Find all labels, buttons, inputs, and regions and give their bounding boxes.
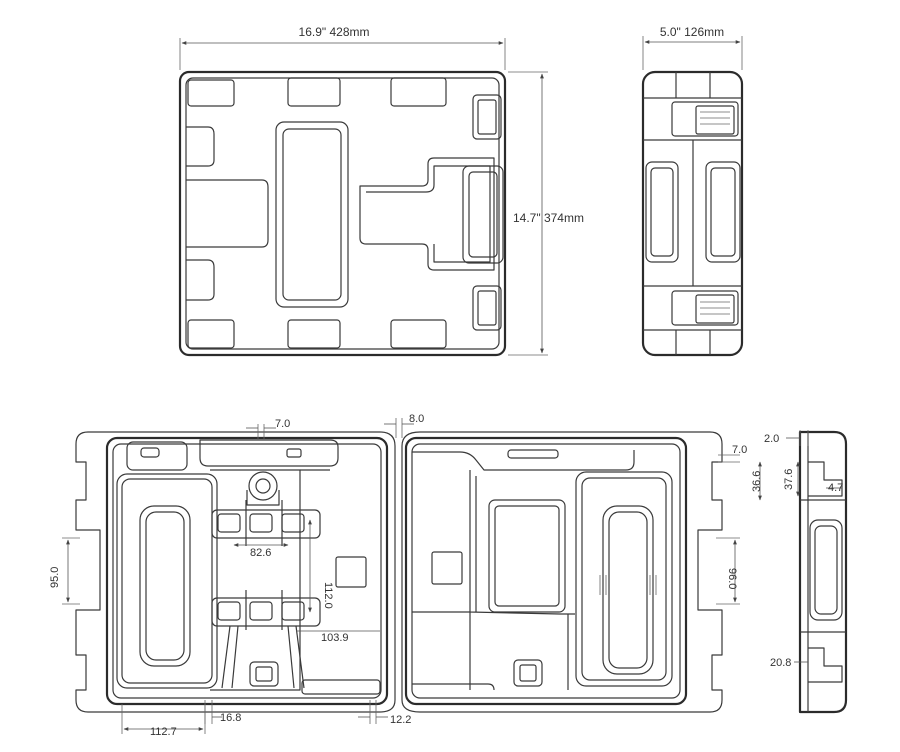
dim-36-6: 36.6 <box>751 471 763 492</box>
dim-7-0-right: 7.0 <box>732 444 747 456</box>
dim-112-0: 112.0 <box>322 582 334 609</box>
dim-8-0: 8.0 <box>409 413 424 425</box>
dim-2-0: 2.0 <box>764 433 779 445</box>
top-height-dimension: 14.7" 374mm <box>508 71 584 356</box>
top-width-label: 16.9" 428mm <box>299 25 370 39</box>
dim-37-6: 37.6 <box>783 469 795 490</box>
side-view-closed-case <box>641 70 744 357</box>
side-section-dimensions: 2.0 37.6 4.7 20.8 <box>764 430 843 669</box>
dim-95-0: 95.0 <box>49 567 61 588</box>
dim-112-7: 112.7 <box>150 726 177 738</box>
side-depth-dimension: 5.0" 126mm <box>642 25 743 70</box>
dim-16-8: 16.8 <box>220 712 241 724</box>
open-case-view <box>75 431 723 713</box>
dim-7-0-top: 7.0 <box>275 418 290 430</box>
open-view-dimensions: 7.0 8.0 82.6 112.0 103.9 95.0 112.7 16.8 <box>49 413 763 738</box>
top-width-dimension: 16.9" 428mm <box>179 25 506 70</box>
dim-4-7: 4.7 <box>828 482 843 494</box>
dim-82-6: 82.6 <box>250 547 271 559</box>
dim-96-0: 96.0 <box>726 568 738 589</box>
dim-103-9: 103.9 <box>321 632 349 644</box>
open-side-section <box>798 430 848 714</box>
dim-12-2: 12.2 <box>390 714 411 726</box>
top-view-closed-case <box>178 70 507 357</box>
top-height-label: 14.7" 374mm <box>513 211 584 225</box>
dim-20-8: 20.8 <box>770 657 791 669</box>
side-depth-label: 5.0" 126mm <box>660 25 724 39</box>
